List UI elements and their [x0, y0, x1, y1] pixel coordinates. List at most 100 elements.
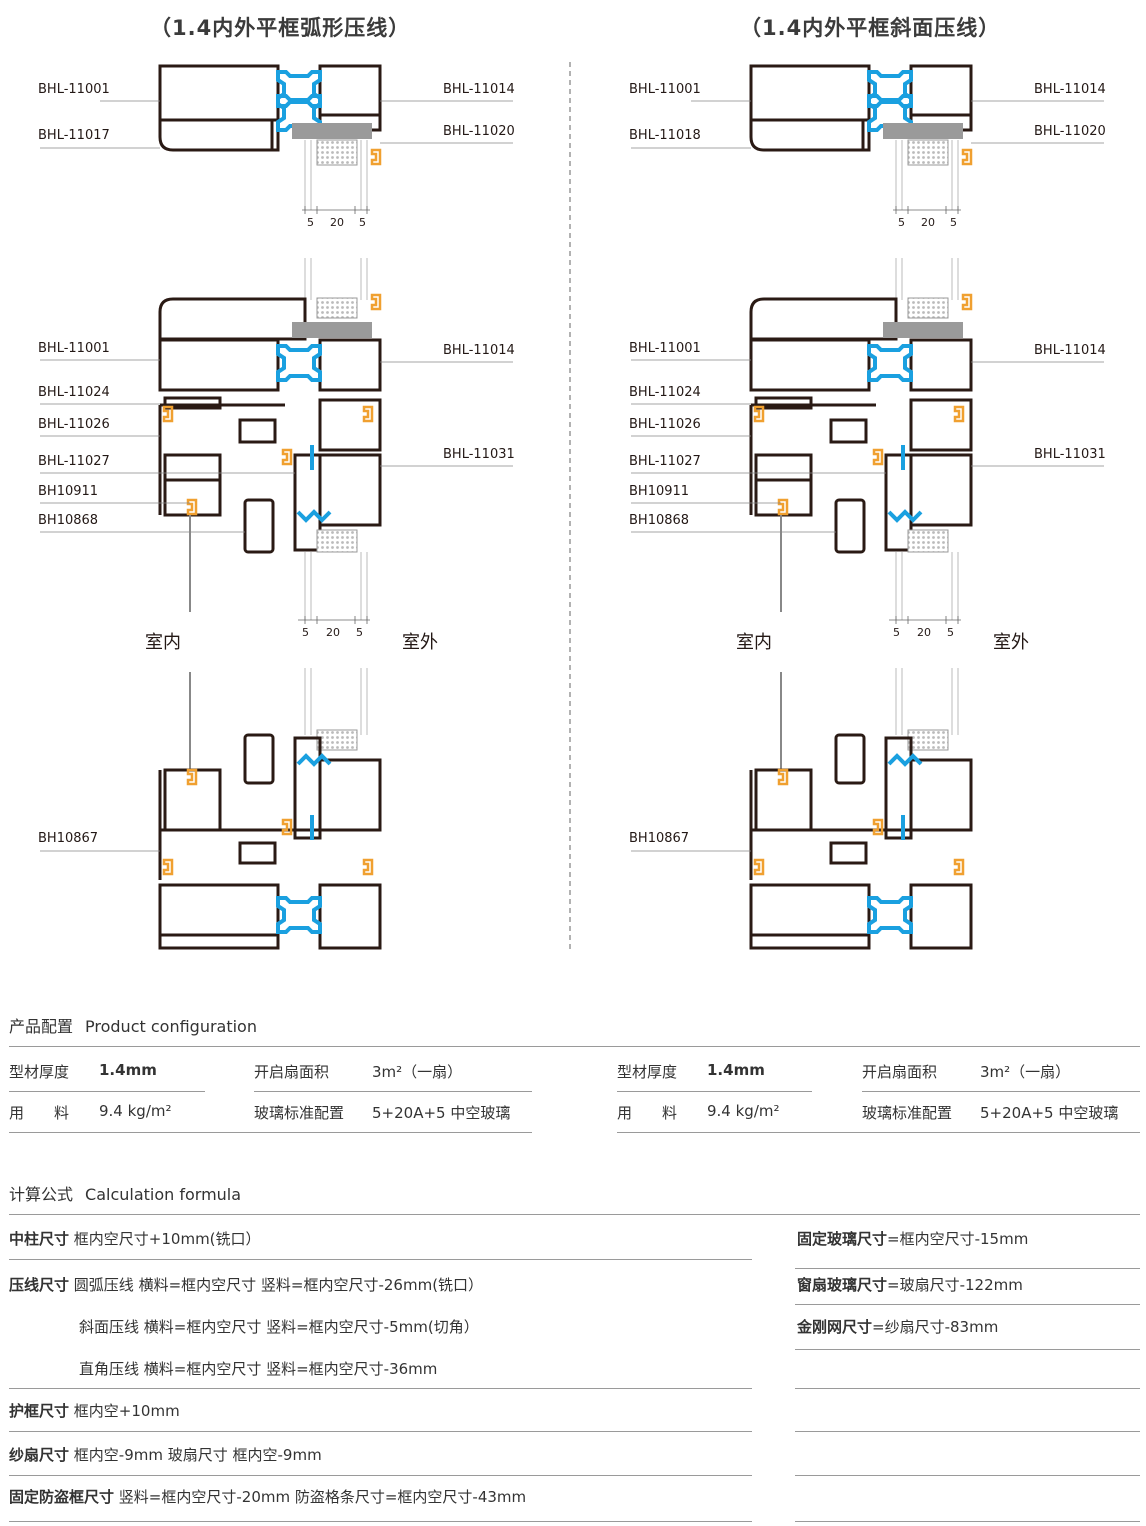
material-label: 用 料 [9, 1104, 70, 1122]
formula-row: 纱扇尺寸 框内空-9mm 玻扇尺寸 框内空-9mm [9, 1444, 322, 1465]
divider [795, 1475, 1140, 1476]
formula-row: 固定玻璃尺寸=框内空尺寸-15mm [797, 1228, 1028, 1249]
dimension: 20 [326, 626, 340, 639]
profile-label: BHL-11026 [38, 417, 110, 432]
divider [9, 1091, 205, 1092]
diagram-arc-bead [40, 66, 513, 948]
formula-text: 竖料=框内空尺寸-20mm 防盗格条尺寸=框内空尺寸-43mm [118, 1488, 527, 1506]
divider [862, 1091, 1140, 1092]
profile-label: BH10911 [629, 484, 690, 499]
profile-label: BHL-11026 [629, 417, 701, 432]
material-label: 用 料 [617, 1104, 678, 1122]
divider [617, 1091, 812, 1092]
divider [9, 1259, 752, 1260]
outdoor-label: 室外 [402, 632, 438, 653]
profile-label: BH10868 [629, 513, 690, 528]
divider [795, 1521, 1140, 1522]
heading-cn: 产品配置 [9, 1017, 74, 1036]
profile-label: BH10868 [38, 513, 99, 528]
formula-row: 直角压线 横料=框内空尺寸 竖料=框内空尺寸-36mm [79, 1360, 438, 1378]
divider [795, 1431, 1140, 1432]
formula-heading: 计算公式 Calculation formula [9, 1181, 241, 1205]
heading-cn: 计算公式 [9, 1185, 74, 1204]
heading-en: Product configuration [85, 1017, 257, 1036]
formula-text: 框内空-9mm 玻扇尺寸 框内空-9mm [73, 1446, 322, 1464]
heading-en: Calculation formula [85, 1185, 242, 1204]
indoor-label: 室内 [145, 632, 181, 653]
formula-text: 框内空尺寸+10mm(铣口） [73, 1230, 261, 1248]
config-heading: 产品配置 Product configuration [9, 1013, 257, 1037]
profile-label: BHL-11001 [629, 82, 701, 97]
dimension: 5 [893, 626, 900, 639]
diagram-bevel-bead [631, 66, 1104, 948]
section-drawings [0, 62, 1146, 952]
formula-text: =框内空尺寸-15mm [887, 1230, 1029, 1248]
formula-key: 纱扇尺寸 [9, 1446, 70, 1464]
divider [254, 1091, 532, 1092]
divider [9, 1388, 752, 1389]
divider [617, 1132, 1140, 1133]
divider [795, 1304, 1140, 1305]
diagram-title-left: （1.4内外平框弧形压线） [150, 16, 411, 40]
divider [9, 1521, 752, 1522]
formula-text: =玻扇尺寸-122mm [887, 1276, 1023, 1294]
glass-value: 5+20A+5 中空玻璃 [372, 1104, 511, 1122]
dimension: 5 [947, 626, 954, 639]
profile-label: BHL-11014 [443, 82, 515, 97]
profile-label: BHL-11027 [38, 454, 110, 469]
area-value: 3m²（一扇） [372, 1063, 463, 1081]
dimension: 20 [330, 216, 344, 229]
profile-label: BHL-11017 [38, 128, 110, 143]
profile-label: BHL-11001 [38, 341, 110, 356]
formula-row: 护框尺寸 框内空+10mm [9, 1400, 180, 1421]
glass-label: 玻璃标准配置 [254, 1104, 345, 1122]
profile-label: BHL-11027 [629, 454, 701, 469]
formula-key: 中柱尺寸 [9, 1230, 70, 1248]
divider [9, 1431, 752, 1432]
formula-text: 圆弧压线 横料=框内空尺寸 竖料=框内空尺寸-26mm(铣口） [73, 1276, 484, 1294]
formula-row: 固定防盗框尺寸 竖料=框内空尺寸-20mm 防盗格条尺寸=框内空尺寸-43mm [9, 1486, 526, 1507]
divider [795, 1388, 1140, 1389]
profile-label: BHL-11020 [1034, 124, 1106, 139]
formula-text: 框内空+10mm [73, 1402, 180, 1420]
formula-text: =纱扇尺寸-83mm [872, 1318, 999, 1336]
formula-row: 金刚网尺寸=纱扇尺寸-83mm [797, 1316, 998, 1337]
area-value: 3m²（一扇） [980, 1063, 1071, 1081]
material-value: 9.4 kg/m² [707, 1102, 780, 1120]
thickness-label: 型材厚度 [9, 1063, 70, 1081]
profile-label: BHL-11024 [629, 385, 701, 400]
thickness-value: 1.4mm [707, 1061, 765, 1079]
profile-label: BHL-11014 [1034, 343, 1106, 358]
dimension: 20 [921, 216, 935, 229]
diagram-title-right: （1.4内外平框斜面压线） [740, 16, 1001, 40]
divider [9, 1214, 1140, 1215]
dimension: 20 [917, 626, 931, 639]
area-label: 开启扇面积 [862, 1063, 938, 1081]
profile-label: BH10867 [629, 831, 690, 846]
profile-label: BHL-11014 [443, 343, 515, 358]
profile-label: BHL-11020 [443, 124, 515, 139]
divider [9, 1046, 1140, 1047]
formula-row: 斜面压线 横料=框内空尺寸 竖料=框内空尺寸-5mm(切角） [79, 1318, 479, 1336]
formula-key: 固定防盗框尺寸 [9, 1488, 115, 1506]
formula-row: 压线尺寸 圆弧压线 横料=框内空尺寸 竖料=框内空尺寸-26mm(铣口） [9, 1274, 483, 1295]
dimension: 5 [359, 216, 366, 229]
dimension: 5 [356, 626, 363, 639]
thickness-label: 型材厚度 [617, 1063, 678, 1081]
formula-key: 护框尺寸 [9, 1402, 70, 1420]
formula-key: 窗扇玻璃尺寸 [797, 1276, 888, 1294]
indoor-label: 室内 [736, 632, 772, 653]
glass-label: 玻璃标准配置 [862, 1104, 953, 1122]
profile-label: BHL-11014 [1034, 82, 1106, 97]
dimension: 5 [302, 626, 309, 639]
dimension: 5 [950, 216, 957, 229]
material-value: 9.4 kg/m² [99, 1102, 172, 1120]
formula-key: 固定玻璃尺寸 [797, 1230, 888, 1248]
formula-row: 中柱尺寸 框内空尺寸+10mm(铣口） [9, 1228, 261, 1249]
profile-label: BH10867 [38, 831, 99, 846]
profile-label: BHL-11018 [629, 128, 701, 143]
outdoor-label: 室外 [993, 632, 1029, 653]
divider [9, 1475, 752, 1476]
profile-label: BHL-11024 [38, 385, 110, 400]
